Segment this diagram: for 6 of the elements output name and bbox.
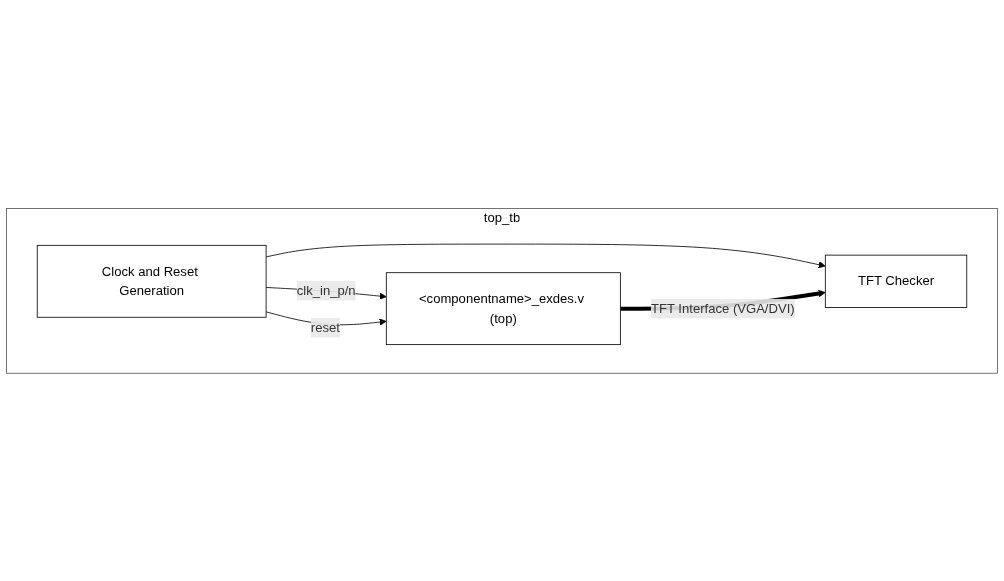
edge-label: TFT Interface (VGA/DVI) bbox=[651, 300, 795, 315]
node-box: TFT Checker bbox=[824, 254, 968, 308]
edge-label: reset bbox=[310, 319, 340, 334]
node-box: Clock and Reset Generation bbox=[36, 244, 267, 318]
edge-label: clk_in_p/n bbox=[296, 282, 356, 297]
node-box: <componentname>_exdes.v (top) bbox=[385, 271, 621, 345]
